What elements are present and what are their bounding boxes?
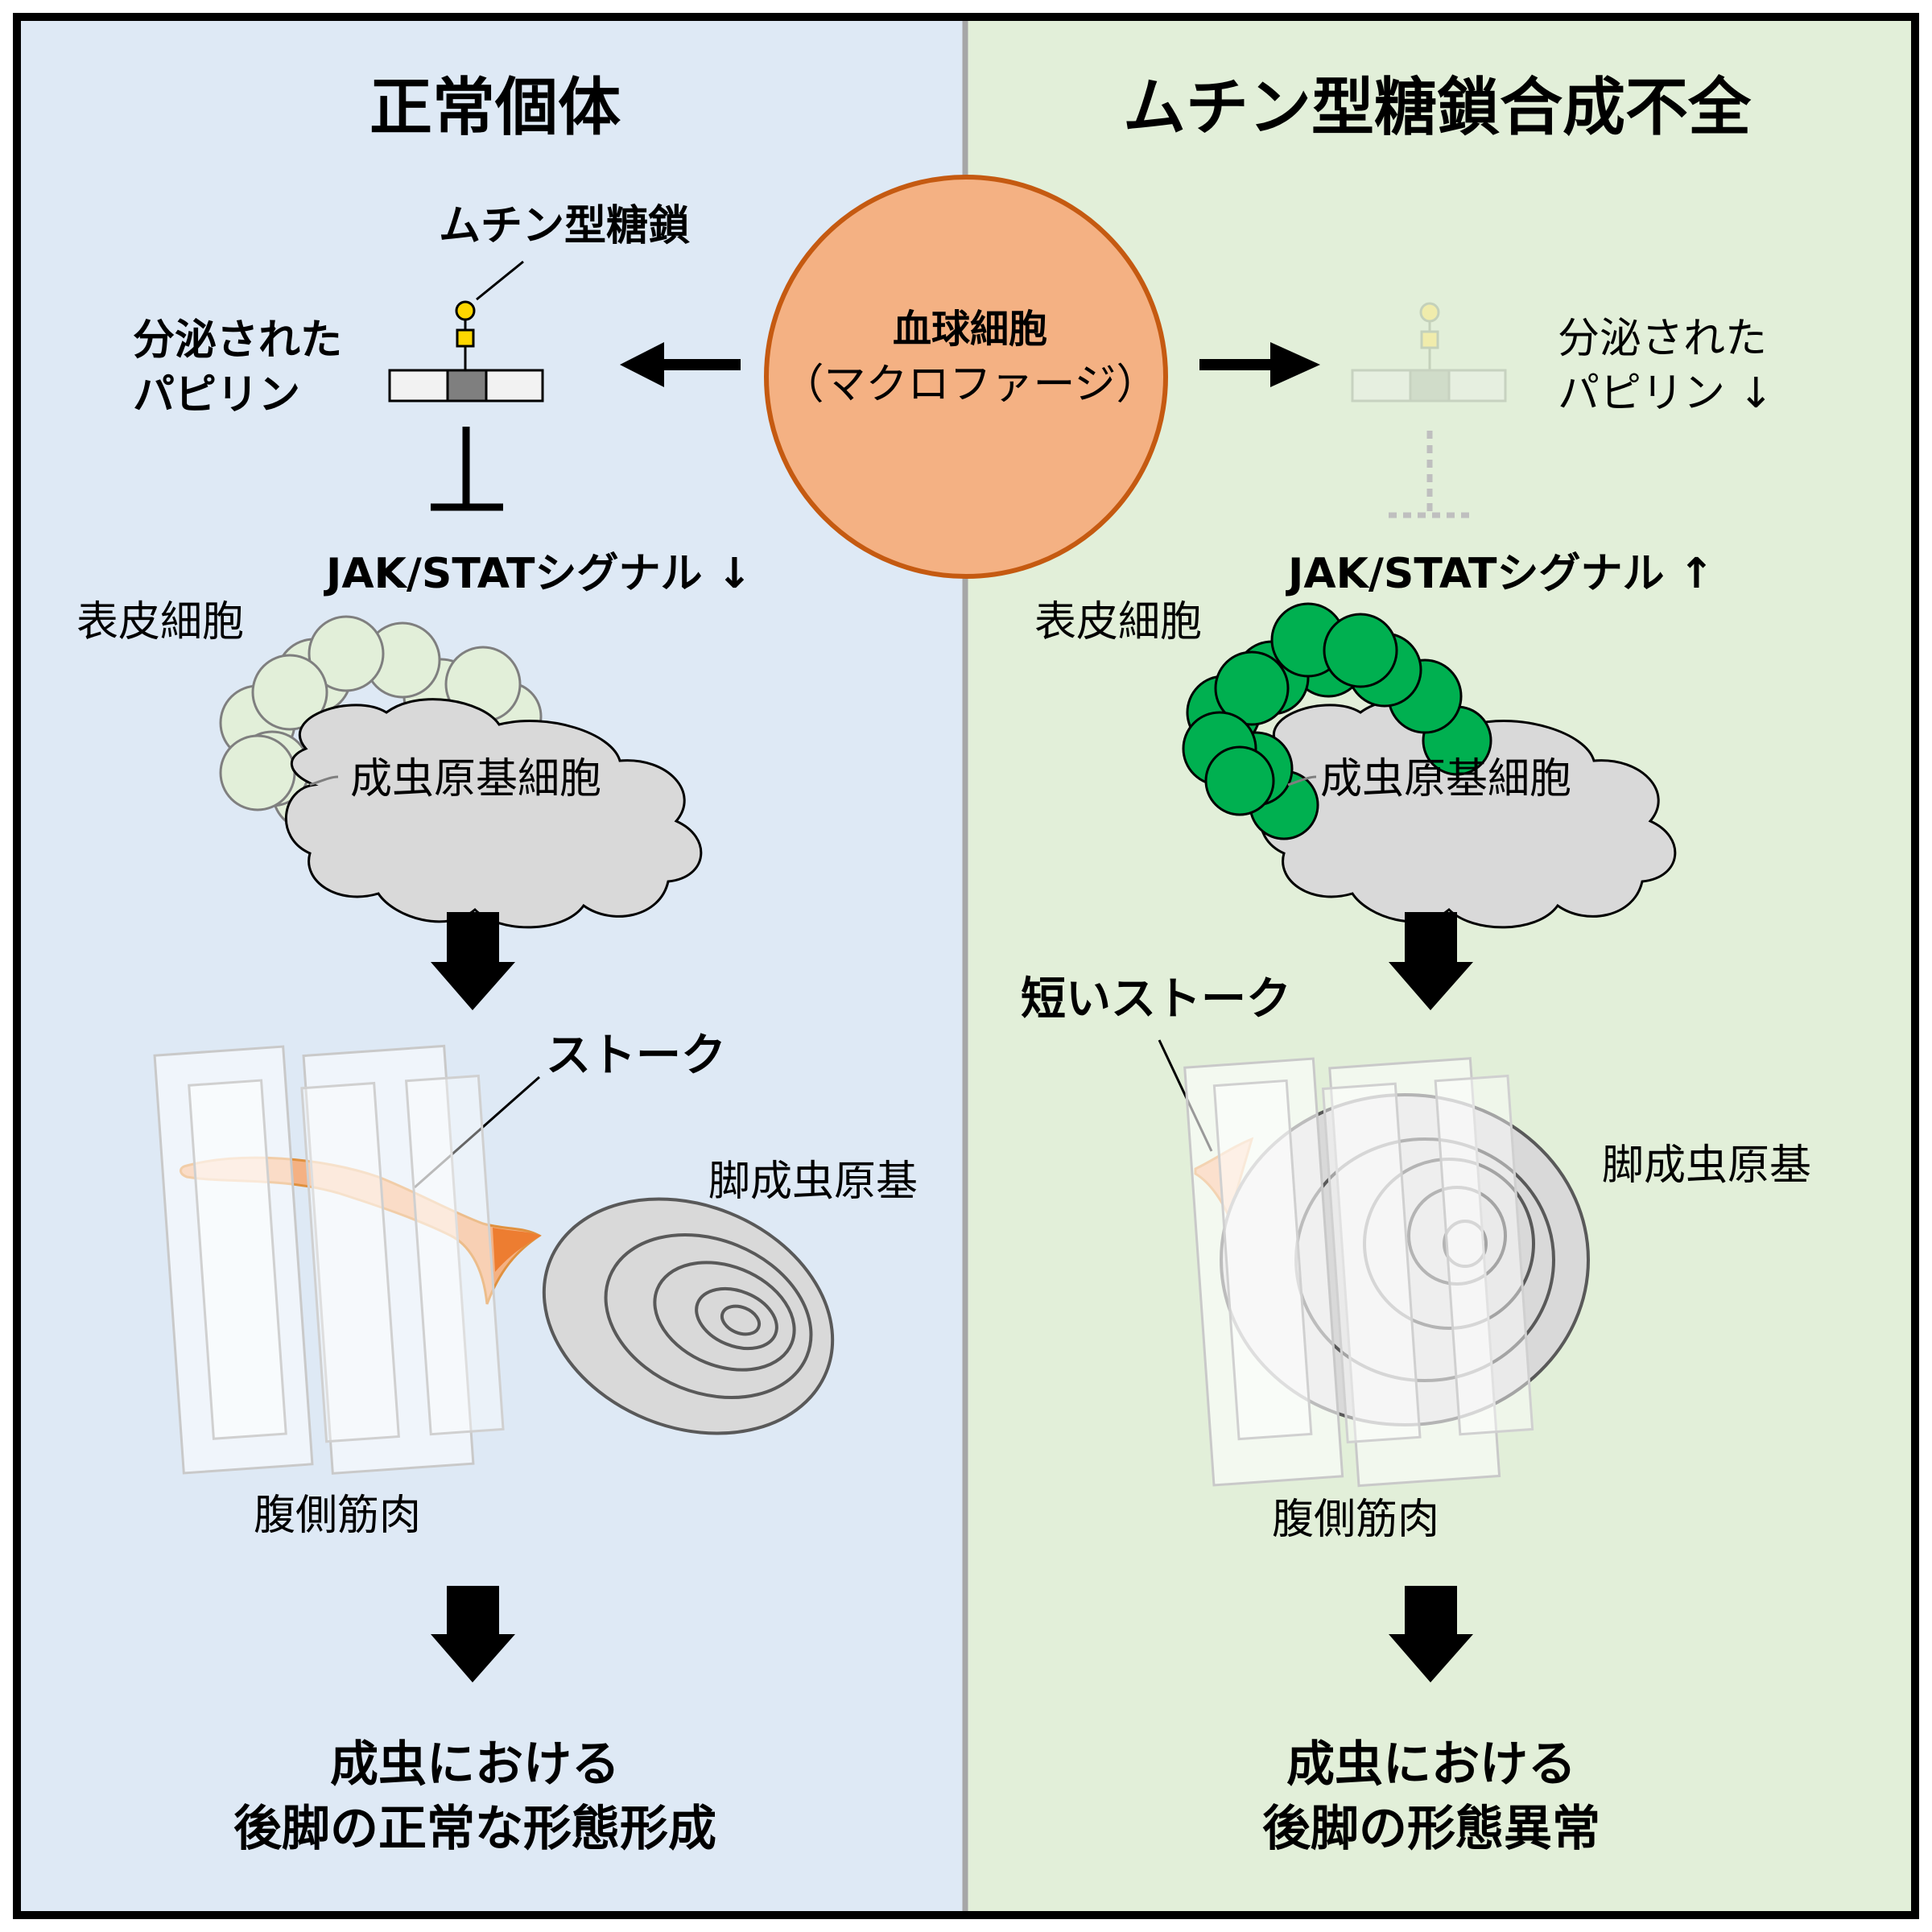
macrophage-cell	[764, 175, 1168, 579]
faded-papilin-protein-icon	[1351, 369, 1507, 402]
macrophage-sublabel: （マクロファージ）	[782, 361, 1158, 409]
right-title: ムチン型糖鎖合成不全	[1123, 72, 1752, 144]
right-epidermis-cells	[1182, 602, 1492, 840]
left-leg-disc-label: 脚成虫原基	[708, 1158, 918, 1206]
right-leg-disc-label: 脚成虫原基	[1602, 1141, 1811, 1190]
left-disc-cells-label: 成虫原基細胞	[350, 755, 601, 803]
down-arrow-left-2	[431, 1586, 515, 1682]
right-disc-outline-front	[1287, 775, 1317, 786]
left-stalk-tip	[493, 1228, 541, 1272]
left-ventral-muscles	[153, 1044, 505, 1475]
right-disc-cells-label: 成虫原基細胞	[1320, 755, 1571, 803]
left-title: 正常個体	[369, 72, 621, 144]
mucin-glycan-label: ムチン型糖鎖	[439, 202, 690, 250]
left-signal-label: JAK/STATシグナル ↓	[324, 550, 752, 598]
right-result-line-1: 成虫における	[1286, 1736, 1576, 1793]
right-muscle-label: 腹側筋肉	[1272, 1496, 1439, 1544]
faded-glycan-chain-icon	[1419, 302, 1440, 370]
mucin-pointer-line	[476, 260, 524, 301]
right-ventral-muscles	[1183, 1057, 1534, 1488]
reduced-papilin-label: 分泌された	[1558, 315, 1767, 363]
secreted-papilin-label: 分泌された	[133, 316, 342, 365]
macrophage-label: 血球細胞	[893, 307, 1047, 352]
left-muscle-label: 腹側筋肉	[254, 1492, 421, 1540]
right-epidermis-label: 表皮細胞	[1034, 598, 1202, 646]
secreted-papilin-label-2: パピリン	[133, 371, 300, 419]
right-stalk-label: 短いストーク	[1021, 973, 1291, 1026]
inhibition-symbol	[431, 427, 503, 511]
left-leg-imaginal-disc	[542, 1197, 835, 1435]
down-arrow-left-1	[431, 912, 515, 1010]
right-signal-label: JAK/STATシグナル ↑	[1286, 550, 1714, 598]
down-arrow-right-2	[1389, 1586, 1473, 1682]
left-stalk-label: ストーク	[546, 1030, 726, 1082]
left-result-line-1: 成虫における	[330, 1736, 620, 1793]
secretion-arrow-right	[1199, 342, 1320, 387]
glycan-chain-icon	[455, 300, 476, 370]
down-arrow-right-1	[1389, 912, 1473, 1010]
secretion-arrow-left	[620, 342, 741, 387]
left-imaginal-disc-cells	[284, 698, 703, 929]
papilin-protein-icon	[388, 369, 544, 402]
left-result-line-2: 後脚の正常な形態形成	[233, 1801, 716, 1857]
left-epidermis-label: 表皮細胞	[76, 598, 244, 646]
right-result-line-2: 後脚の形態異常	[1262, 1801, 1600, 1857]
reduced-papilin-label-2: パピリン ↓	[1558, 369, 1773, 418]
outer-frame	[13, 13, 1919, 1919]
